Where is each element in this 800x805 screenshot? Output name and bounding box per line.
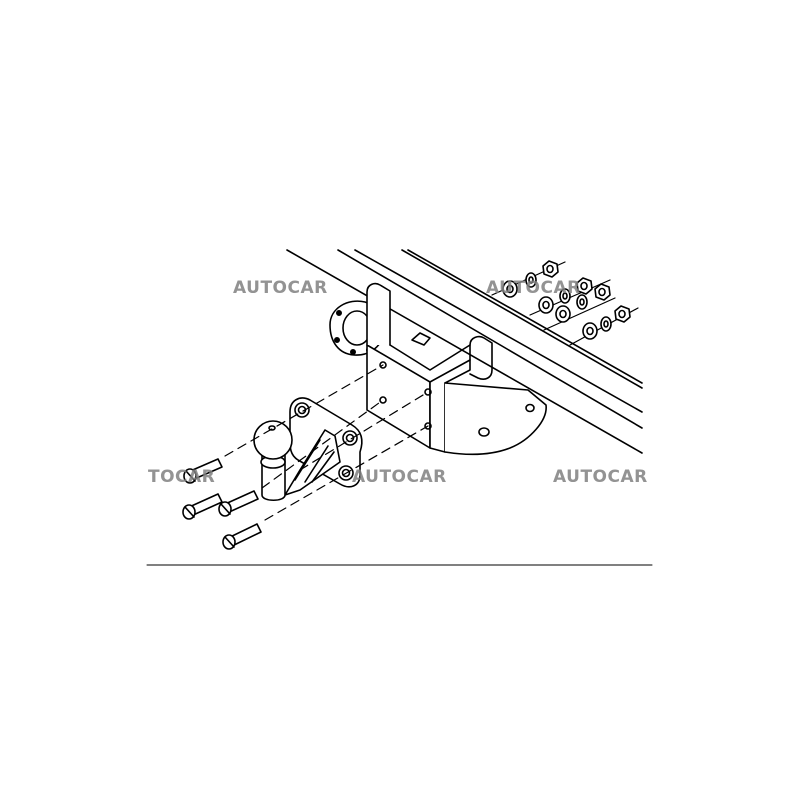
bolt-1 xyxy=(183,458,223,484)
towball-flange xyxy=(284,397,363,496)
towball xyxy=(253,420,293,502)
bolt-3 xyxy=(218,490,259,517)
washer-nut-group xyxy=(491,260,639,346)
bolt-2 xyxy=(182,493,223,520)
cross-member-bracket xyxy=(366,282,547,456)
bolt-4 xyxy=(222,523,262,550)
assembly-guide-lines xyxy=(224,364,429,521)
chassis-rail xyxy=(286,249,643,454)
